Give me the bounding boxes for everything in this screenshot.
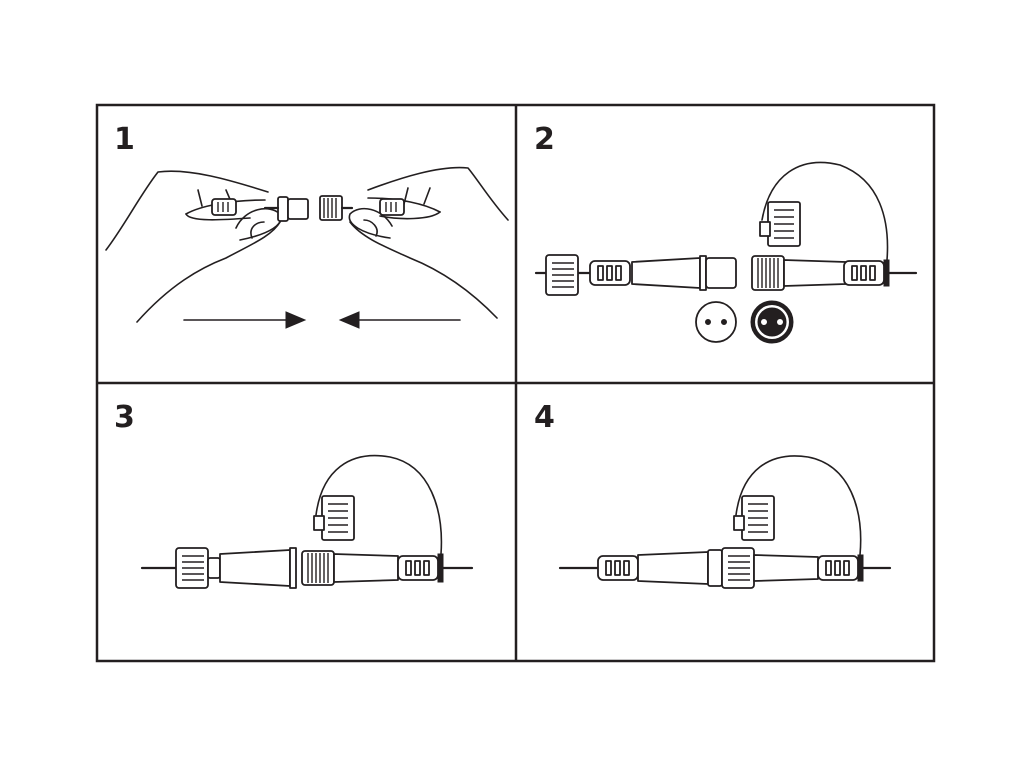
cap-icon	[759, 201, 801, 247]
arrow-right-icon	[183, 311, 307, 329]
socket-icon	[751, 161, 918, 291]
pin-face-two-icon	[695, 301, 737, 343]
hands-icon	[105, 166, 509, 323]
sealed-connector-icon	[558, 455, 892, 589]
pin-face-plug-icon	[750, 300, 794, 344]
joined-connector-icon	[140, 454, 474, 589]
step-number: 3	[114, 400, 135, 435]
panel-step-1: 1	[105, 122, 509, 329]
panel-step-2: 2	[534, 122, 918, 344]
step-number: 1	[114, 122, 135, 157]
panel-step-3: 3	[114, 400, 474, 589]
connector-male-icon	[211, 196, 309, 222]
panel-step-4: 4	[534, 400, 892, 589]
cap-icon	[313, 495, 355, 541]
plug-icon	[534, 254, 737, 296]
arrow-left-icon	[338, 311, 461, 329]
cap-icon	[733, 495, 775, 541]
panel-grid	[95, 103, 936, 663]
connector-female-icon	[319, 195, 405, 221]
nut-icon	[545, 254, 579, 296]
step-number: 4	[534, 400, 555, 435]
step-number: 2	[534, 122, 555, 157]
